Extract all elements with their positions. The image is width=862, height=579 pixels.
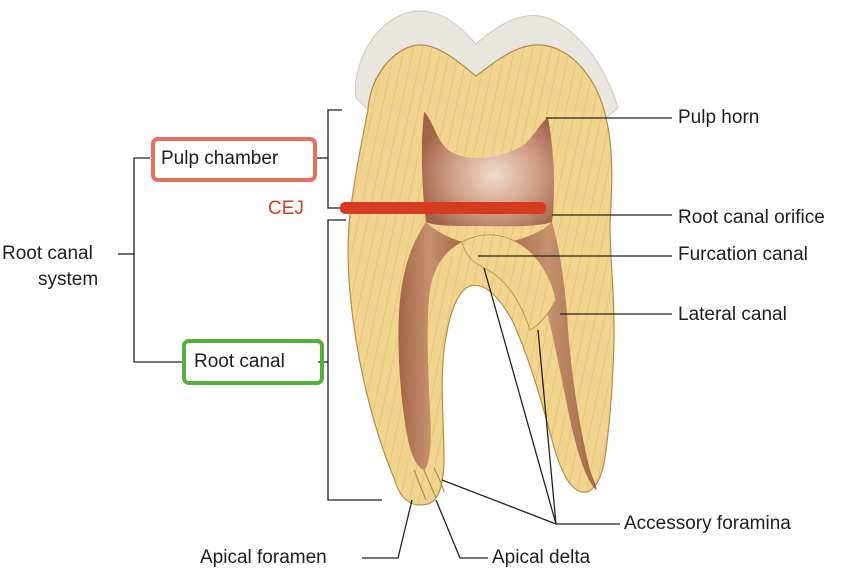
right-root-canal-shape bbox=[500, 222, 597, 490]
apical-delta-label: Apical delta bbox=[492, 547, 591, 568]
apical-foramen-leader bbox=[362, 499, 413, 559]
root-canal-system-label-line1: Root canal bbox=[2, 243, 93, 264]
accessory-foramina-label: Accessory foramina bbox=[624, 513, 791, 534]
root-canal-bracket bbox=[327, 219, 382, 501]
apical-delta-leader bbox=[435, 499, 488, 559]
furcation-canal-label: Furcation canal bbox=[678, 244, 808, 265]
pulp-chamber-highlight-box bbox=[151, 137, 317, 182]
root-canal-label: Root canal bbox=[194, 351, 285, 372]
accessory-foramina-leader-2 bbox=[537, 329, 557, 525]
cej-marker-bar bbox=[340, 202, 546, 214]
root-canal-system-bracket bbox=[133, 157, 182, 363]
pulp-chamber-label: Pulp chamber bbox=[161, 148, 279, 169]
root-canal-highlight-box bbox=[182, 339, 324, 385]
cej-label: CEJ bbox=[268, 198, 304, 219]
left-root-canal-shape bbox=[398, 222, 462, 470]
root-canal-orifice-label: Root canal orifice bbox=[678, 207, 825, 228]
root-canal-system-label-line2: system bbox=[38, 269, 99, 290]
furcation-dentin bbox=[461, 234, 557, 331]
pulp-chamber-shape bbox=[421, 112, 555, 227]
accessory-foramina-leader-3 bbox=[441, 479, 557, 525]
apical-delta-shape bbox=[413, 467, 445, 501]
lateral-canal-label: Lateral canal bbox=[678, 304, 787, 325]
pulp-chamber-bracket bbox=[327, 109, 342, 209]
pulp-horn-label: Pulp horn bbox=[678, 107, 760, 128]
leader-lines bbox=[362, 117, 672, 559]
apical-foramen-label: Apical foramen bbox=[200, 547, 327, 568]
